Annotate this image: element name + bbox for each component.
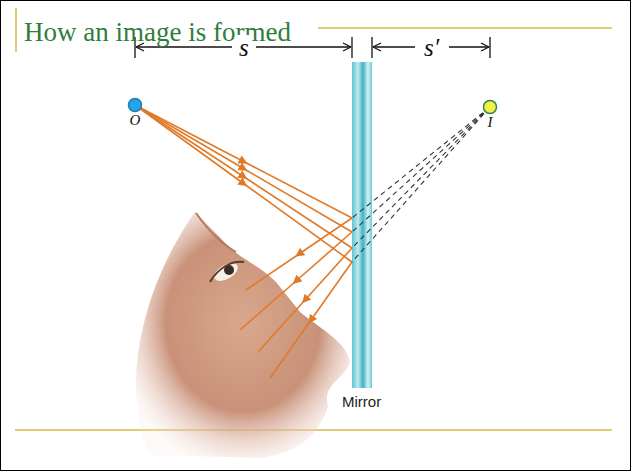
reflected-rays [240,218,352,378]
frame-line [318,27,612,29]
frame-line [15,8,17,52]
distance-label: s′ [421,35,442,60]
distance-label: s [236,35,252,60]
point-label: I [478,114,502,131]
object-point: O [123,96,147,132]
plane-mirror [352,62,372,388]
point-dot [478,98,502,116]
point-label: O [123,112,147,129]
image-point: I [478,98,502,134]
virtual-rays [352,107,490,262]
observer-face [136,212,350,458]
incident-rays [135,105,352,262]
point-dot [123,96,147,114]
mirror-label: Mirror [342,394,381,411]
